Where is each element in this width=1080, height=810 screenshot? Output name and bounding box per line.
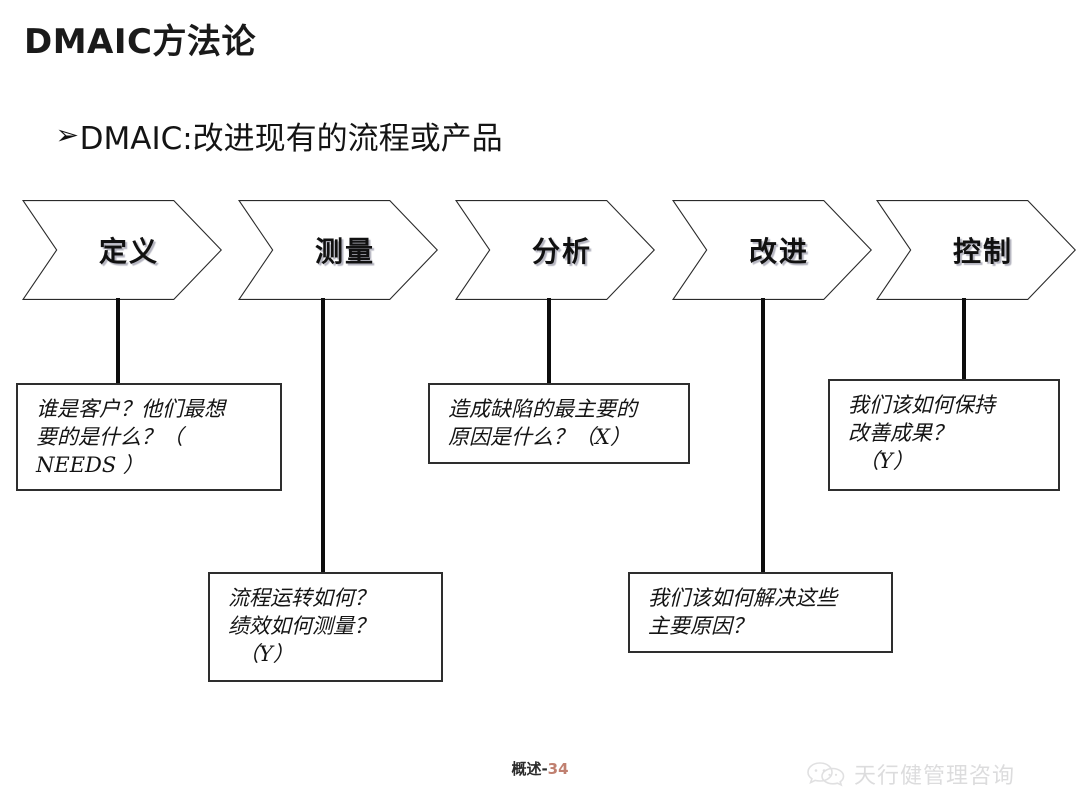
callout-line: 主要原因？	[648, 614, 753, 639]
watermark-text: 天行健管理咨询	[854, 764, 1016, 789]
improve-callout: 我们该如何解决这些主要原因？	[628, 572, 893, 653]
callout-line: 原因是什么？（X）	[448, 425, 631, 450]
bullet-line: ➢ DMAIC:改进现有的流程或产品	[55, 113, 503, 158]
phase-chevron-measure[interactable]: 测量	[238, 200, 438, 300]
page-number: 34	[547, 760, 569, 778]
arrow-bullet-icon: ➢	[55, 120, 80, 150]
watermark: 天行健管理咨询	[806, 758, 1015, 790]
callout-line: 要的是什么？（	[36, 425, 183, 450]
callout-line: 流程运转如何？	[228, 586, 375, 610]
measure-callout: 流程运转如何？ 绩效如何测量？ （Y）	[208, 572, 443, 682]
callout-line: （Y）	[858, 449, 914, 474]
phase-chevron-improve[interactable]: 改进	[672, 200, 872, 300]
bullet-text: DMAIC:改进现有的流程或产品	[79, 121, 503, 157]
phase-label: 定义	[98, 235, 159, 268]
phase-chevron-define[interactable]: 定义	[22, 200, 222, 300]
phase-label: 分析	[531, 235, 592, 268]
callout-line: 我们该如何解决这些	[648, 586, 837, 610]
improve-connector	[761, 298, 765, 574]
footer: 概述-34	[0, 758, 1080, 779]
control-callout: 我们该如何保持改善成果？ （Y）	[828, 379, 1060, 491]
wechat-bubble-icon	[806, 760, 846, 788]
analyze-connector	[547, 298, 551, 384]
phase-chevron-analyze[interactable]: 分析	[455, 200, 655, 300]
footer-section-label: 概述-	[511, 760, 548, 778]
phase-label: 测量	[314, 235, 375, 268]
callout-line: （Y）	[238, 642, 294, 667]
callout-line: 我们该如何保持	[848, 393, 995, 417]
analyze-callout: 造成缺陷的最主要的原因是什么？（X）	[428, 383, 690, 464]
phase-label: 控制	[952, 235, 1013, 268]
callout-line: NEEDS ）	[36, 453, 144, 478]
callout-line: 改善成果？	[848, 421, 953, 446]
phase-label: 改进	[748, 235, 809, 268]
define-callout: 谁是客户？他们最想要的是什么？（ NEEDS ）	[16, 383, 282, 491]
control-connector	[962, 298, 966, 382]
callout-line: 绩效如何测量？	[228, 614, 375, 639]
callout-line: 造成缺陷的最主要的	[448, 397, 637, 421]
define-connector	[116, 298, 120, 384]
callout-line: 谁是客户？他们最想	[36, 397, 225, 421]
measure-connector	[321, 298, 325, 574]
phase-chevron-control[interactable]: 控制	[876, 200, 1076, 300]
page-title: DMAIC方法论	[24, 22, 256, 62]
